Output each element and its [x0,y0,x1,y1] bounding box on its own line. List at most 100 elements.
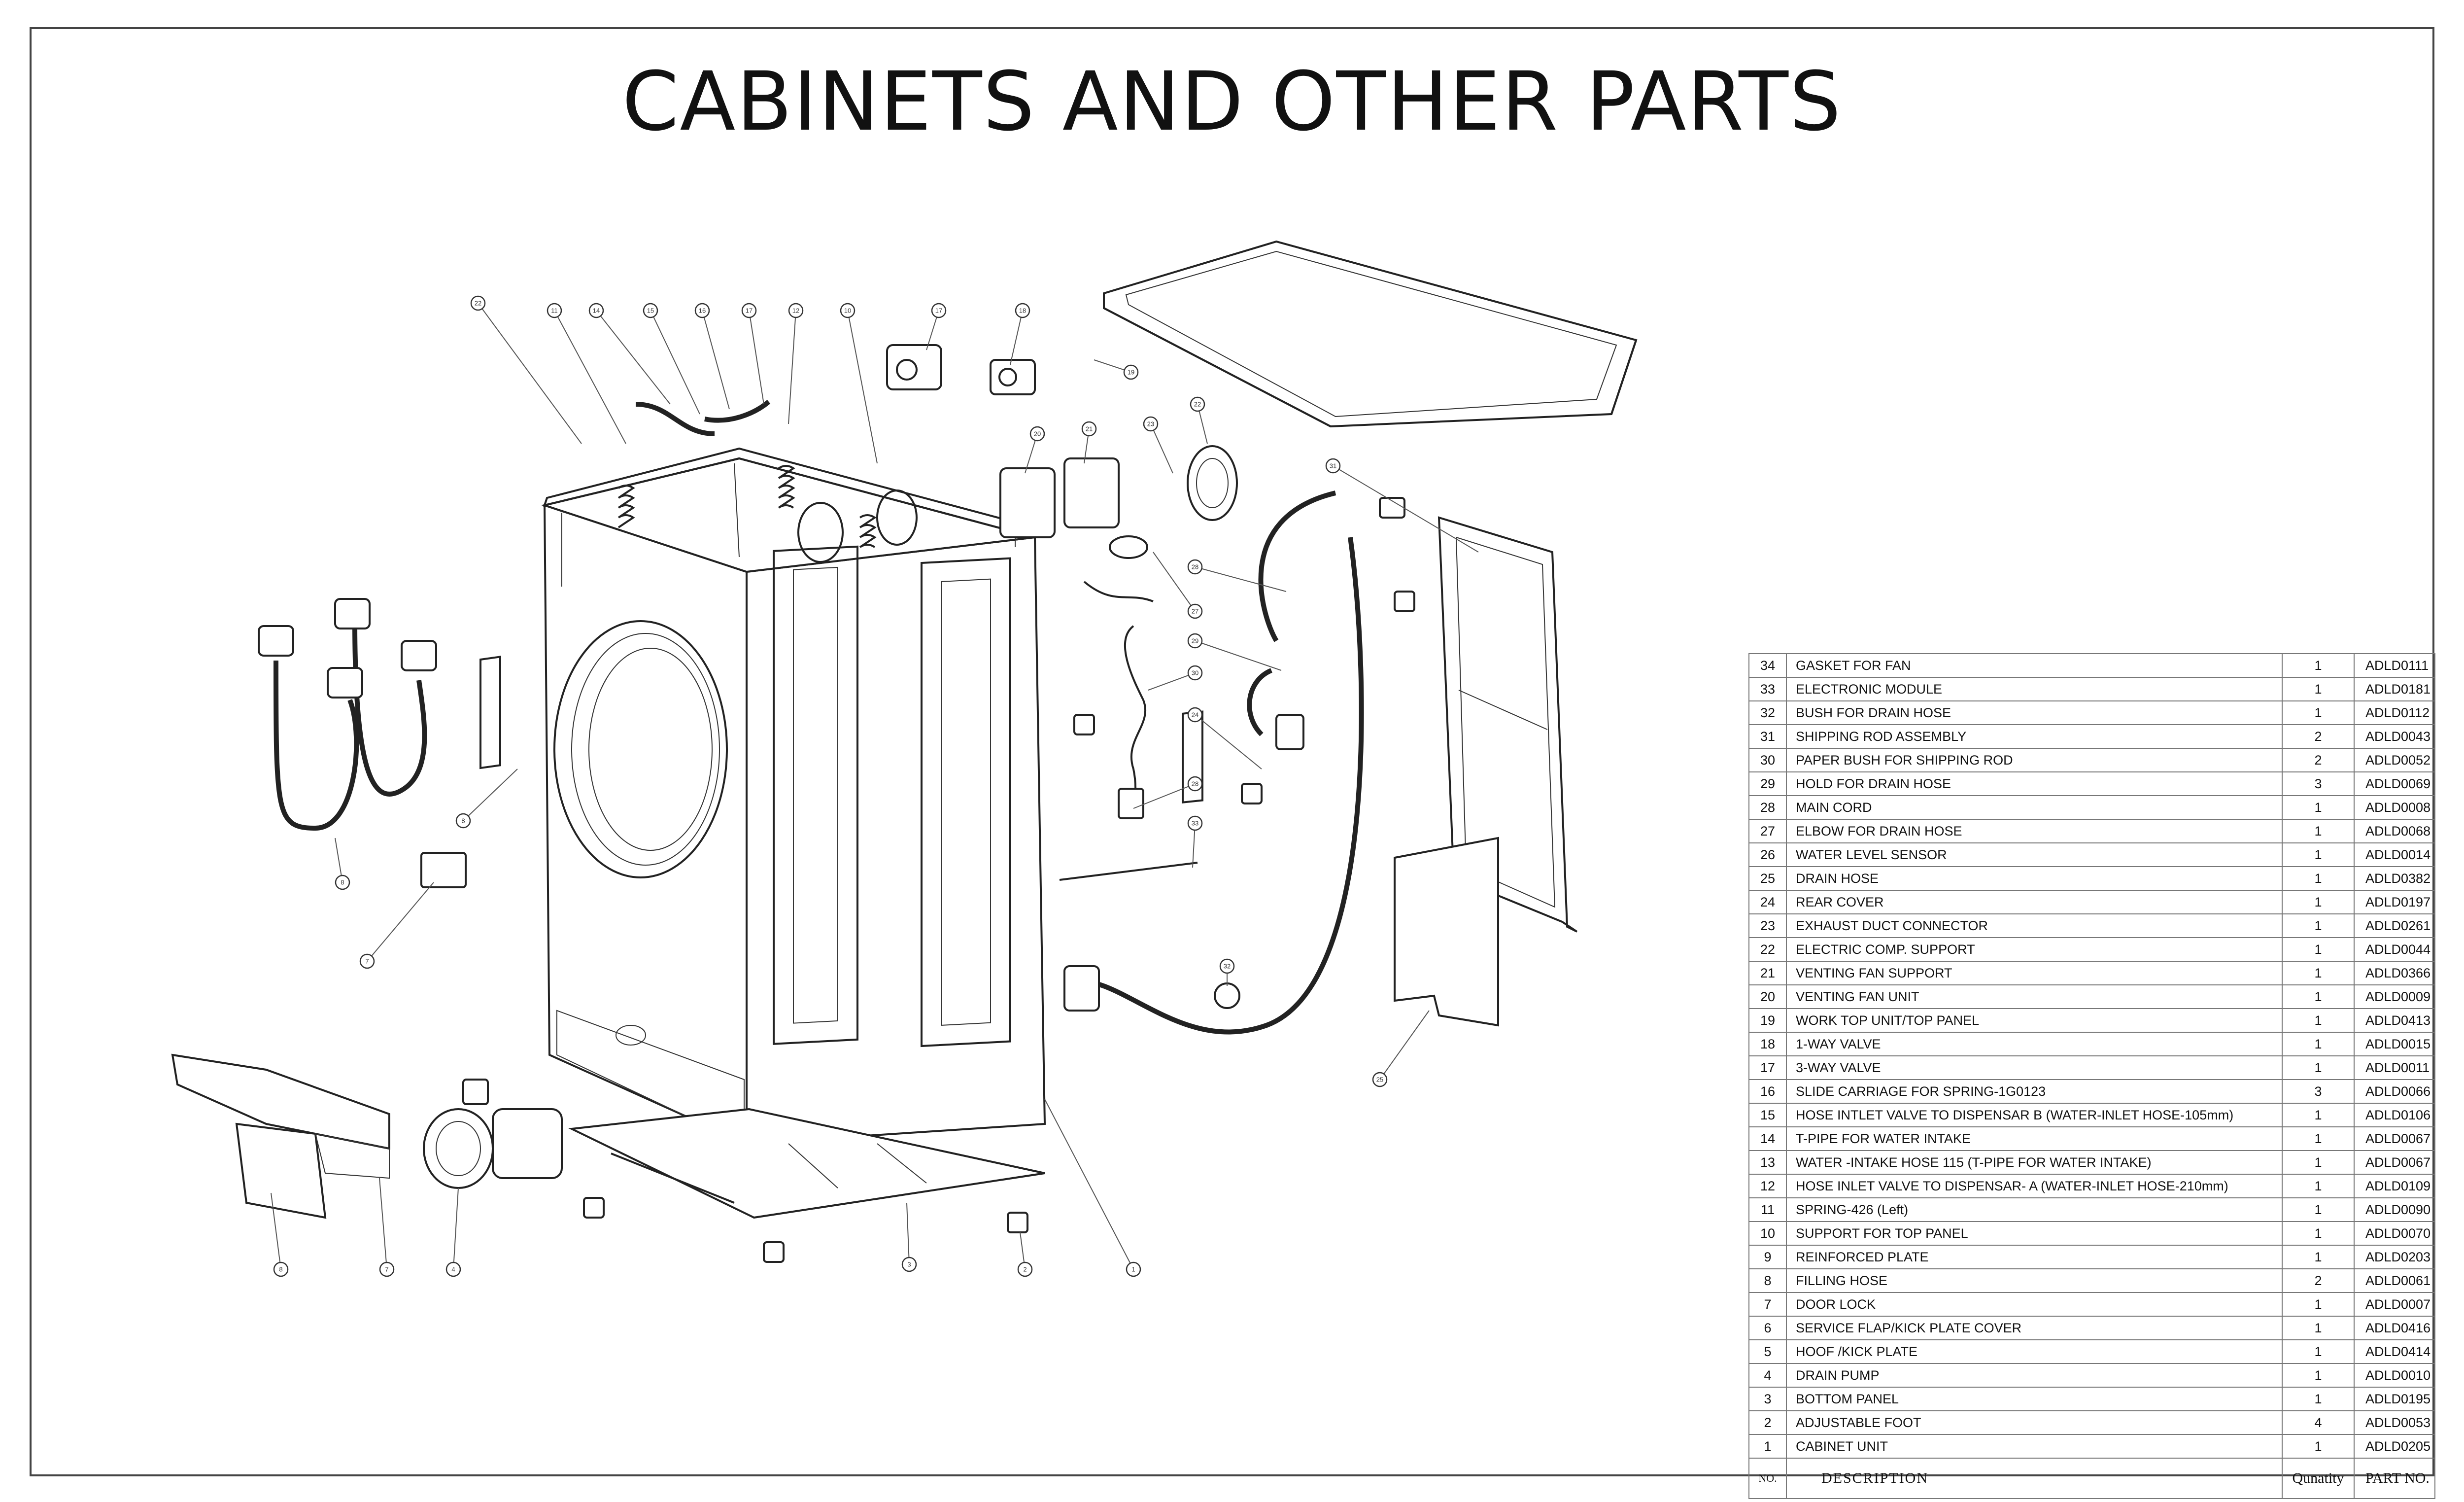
row-description: WATER LEVEL SENSOR [1786,842,2283,867]
callout-leader-line [1148,672,1196,691]
row-number: 17 [1748,1055,1787,1080]
callout-number: 8 [461,817,465,825]
row-quantity: 1 [2282,890,2355,914]
row-quantity: 1 [2282,1387,2355,1411]
row-description: HOLD FOR DRAIN HOSE [1786,771,2283,796]
callout-bubble [1029,426,1045,442]
adjustable-feet-part [583,1197,1028,1263]
drain-hose-part [1063,490,1364,1035]
row-quantity: 3 [2282,771,2355,796]
callout-leader-line [554,310,626,444]
callout-bubble [1126,1261,1141,1277]
callout-leader-line [271,1192,281,1270]
row-description: ADJUSTABLE FOOT [1786,1410,2283,1435]
callout-number: 16 [699,307,706,314]
row-part-number: ADLD0015 [2354,1032,2435,1056]
row-description: HOOF /KICK PLATE [1786,1339,2283,1364]
row-part-number: ADLD0195 [2354,1387,2435,1411]
callout-leader-line [379,1178,387,1270]
callout-leader-line [906,1202,910,1265]
callout-leader-line [1195,714,1262,769]
callout-bubble [1187,707,1203,723]
row-number: 26 [1748,842,1787,867]
springs-part [617,465,918,563]
row-quantity: 3 [2282,1079,2355,1104]
row-quantity: 1 [2282,866,2355,891]
row-description: PAPER BUSH FOR SHIPPING ROD [1786,748,2283,772]
row-part-number: ADLD0068 [2354,819,2435,843]
row-quantity: 1 [2282,937,2355,962]
header-no: NO. [1748,1458,1787,1499]
callout-number: 12 [792,307,799,314]
row-part-number: ADLD0181 [2354,677,2435,701]
water-level-sensor-part [1083,535,1154,602]
callout-number: 3 [907,1261,911,1268]
callout-leader-line [650,310,700,415]
row-number: 24 [1748,890,1787,914]
callout-number: 23 [1147,420,1154,428]
row-number: 23 [1748,913,1787,938]
row-number: 25 [1748,866,1787,891]
callout-number: 7 [385,1266,388,1273]
callout-bubble [379,1261,395,1277]
row-number: 20 [1748,984,1787,1009]
row-description: SLIDE CARRIAGE FOR SPRING-1G0123 [1786,1079,2283,1104]
row-description: ELECTRIC COMP. SUPPORT [1786,937,2283,962]
row-description: REINFORCED PLATE [1786,1245,2283,1269]
electronic-module-part [1394,837,1499,1027]
row-number: 10 [1748,1221,1787,1246]
row-description: ELBOW FOR DRAIN HOSE [1786,819,2283,843]
callout-bubble [901,1257,917,1272]
callout-number: 27 [1192,608,1198,615]
row-number: 9 [1748,1245,1787,1269]
row-part-number: ADLD0112 [2354,700,2435,725]
header-part-no: PART NO. [2354,1458,2435,1499]
callout-bubble [455,813,471,829]
row-part-number: ADLD0014 [2354,842,2435,867]
callout-bubble [1143,416,1159,432]
row-part-number: ADLD0067 [2354,1150,2435,1175]
callout-number: 18 [1019,307,1026,314]
callout-bubble [741,303,757,318]
callout-bubble [588,303,604,318]
callout-leader-line [367,882,434,962]
callout-number: 24 [1192,711,1198,719]
row-description: REAR COVER [1786,890,2283,914]
row-description: BOTTOM PANEL [1786,1387,2283,1411]
callout-bubble [1187,559,1203,575]
callout-number: 8 [279,1266,282,1273]
row-part-number: ADLD0069 [2354,771,2435,796]
row-number: 30 [1748,748,1787,772]
row-number: 21 [1748,961,1787,985]
callout-leader-line [788,310,796,424]
row-description: WORK TOP UNIT/TOP PANEL [1786,1008,2283,1033]
row-quantity: 1 [2282,913,2355,938]
row-quantity: 1 [2282,1316,2355,1340]
callout-number: 31 [1330,462,1336,470]
row-number: 34 [1748,653,1787,678]
row-description: SHIPPING ROD ASSEMBLY [1786,724,2283,749]
row-description: 1-WAY VALVE [1786,1032,2283,1056]
callout-number: 25 [1376,1076,1383,1083]
row-quantity: 1 [2282,1103,2355,1127]
row-quantity: 1 [2282,795,2355,820]
row-quantity: 2 [2282,1268,2355,1293]
row-description: HOSE INTLET VALVE TO DISPENSAR B (WATER-… [1786,1103,2283,1127]
row-quantity: 1 [2282,984,2355,1009]
row-number: 29 [1748,771,1787,796]
